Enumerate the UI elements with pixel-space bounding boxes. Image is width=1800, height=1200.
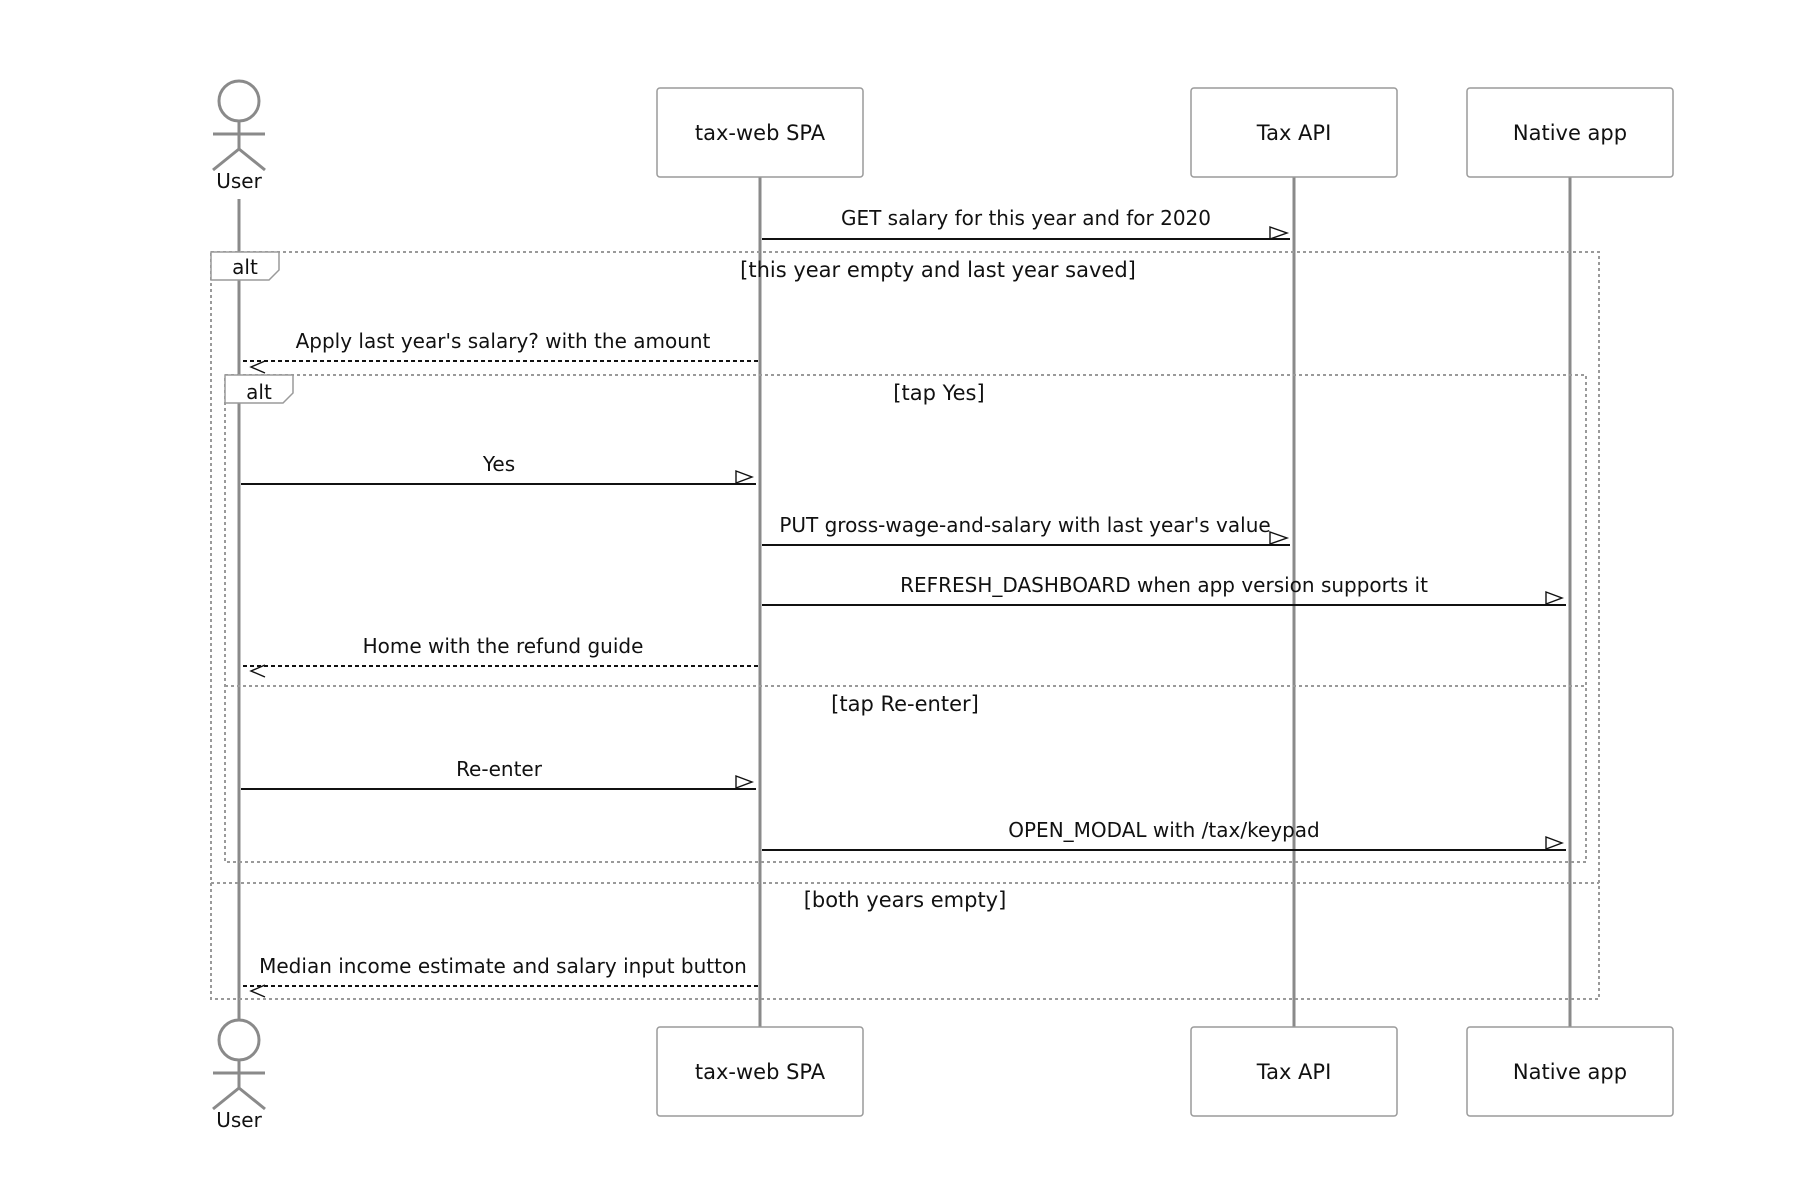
- message-9-label: Median income estimate and salary input …: [259, 954, 747, 978]
- user-actor-icon: [212, 79, 266, 172]
- outer-alt-frame: alt [this year empty and last year saved…: [210, 251, 1600, 1000]
- message-8-label: OPEN_MODAL with /tax/keypad: [1008, 818, 1319, 842]
- participant-spa-label: tax-web SPA: [695, 121, 826, 145]
- outer-alt-tag-box: [210, 251, 280, 281]
- message-7-arrowhead: [735, 774, 754, 790]
- message-2-label: Apply last year's salary? with the amoun…: [296, 329, 711, 353]
- message-2-arrowhead: [249, 360, 266, 374]
- message-4-arrowhead: [1269, 531, 1290, 545]
- message-1-arrowhead: [1269, 226, 1290, 240]
- participant-spa-top: tax-web SPA: [656, 87, 864, 178]
- inner-alt-frame: alt [tap Yes] [tap Re-enter]: [224, 374, 1587, 863]
- participant-api-top: Tax API: [1190, 87, 1398, 178]
- message-4-label: PUT gross-wage-and-salary with last year…: [779, 513, 1270, 537]
- participant-box: [656, 1026, 864, 1117]
- message-9-arrowhead: [249, 984, 266, 998]
- participant-spa-label: tax-web SPA: [695, 1060, 826, 1084]
- participant-box: [1190, 87, 1398, 178]
- message-1: GET salary for this year and for 2020: [762, 206, 1290, 240]
- participant-app-top: Native app: [1466, 87, 1674, 178]
- message-1-label: GET salary for this year and for 2020: [841, 206, 1211, 230]
- inner-alt-tag: alt: [246, 380, 272, 404]
- participant-box: [1466, 87, 1674, 178]
- participant-user-top: User: [212, 79, 266, 193]
- inner-alt-border: [224, 374, 1587, 863]
- user-actor-icon: [212, 1018, 266, 1111]
- message-2: Apply last year's salary? with the amoun…: [243, 329, 758, 374]
- participant-api-label: Tax API: [1256, 121, 1332, 145]
- message-3-arrowhead: [735, 469, 754, 485]
- outer-alt-tag: alt: [232, 255, 258, 279]
- message-9: Median income estimate and salary input …: [243, 954, 758, 998]
- participant-spa-bottom: tax-web SPA: [656, 1026, 864, 1117]
- message-3: Yes: [241, 452, 756, 485]
- message-6-arrowhead: [249, 664, 266, 678]
- inner-alt-condition-1: [tap Yes]: [893, 381, 984, 405]
- message-7: Re-enter: [241, 757, 756, 790]
- participant-app-label: Native app: [1513, 1060, 1627, 1084]
- participant-api-label: Tax API: [1256, 1060, 1332, 1084]
- participant-box: [656, 87, 864, 178]
- message-4: PUT gross-wage-and-salary with last year…: [762, 513, 1290, 546]
- message-5-label: REFRESH_DASHBOARD when app version suppo…: [900, 573, 1428, 597]
- message-6: Home with the refund guide: [243, 634, 758, 678]
- message-6-label: Home with the refund guide: [363, 634, 644, 658]
- participant-user-label: User: [216, 1108, 262, 1132]
- outer-alt-condition-2: [both years empty]: [804, 888, 1007, 912]
- message-5: REFRESH_DASHBOARD when app version suppo…: [762, 573, 1566, 606]
- participant-user-label: User: [216, 169, 262, 193]
- participant-box: [1466, 1026, 1674, 1117]
- inner-alt-condition-2: [tap Re-enter]: [831, 692, 979, 716]
- participant-box: [1190, 1026, 1398, 1117]
- message-8: OPEN_MODAL with /tax/keypad: [762, 818, 1566, 851]
- participant-app-bottom: Native app: [1466, 1026, 1674, 1117]
- participant-user-bottom: User: [212, 1018, 266, 1132]
- message-8-arrowhead: [1545, 835, 1564, 851]
- outer-alt-condition-1: [this year empty and last year saved]: [740, 258, 1136, 282]
- message-5-arrowhead: [1545, 590, 1564, 606]
- outer-alt-border: [210, 251, 1600, 1000]
- message-3-label: Yes: [482, 452, 515, 476]
- inner-alt-tag-box: [224, 374, 294, 404]
- participant-app-label: Native app: [1513, 121, 1627, 145]
- participant-api-bottom: Tax API: [1190, 1026, 1398, 1117]
- lifelines: [237, 177, 1572, 1027]
- message-7-label: Re-enter: [456, 757, 543, 781]
